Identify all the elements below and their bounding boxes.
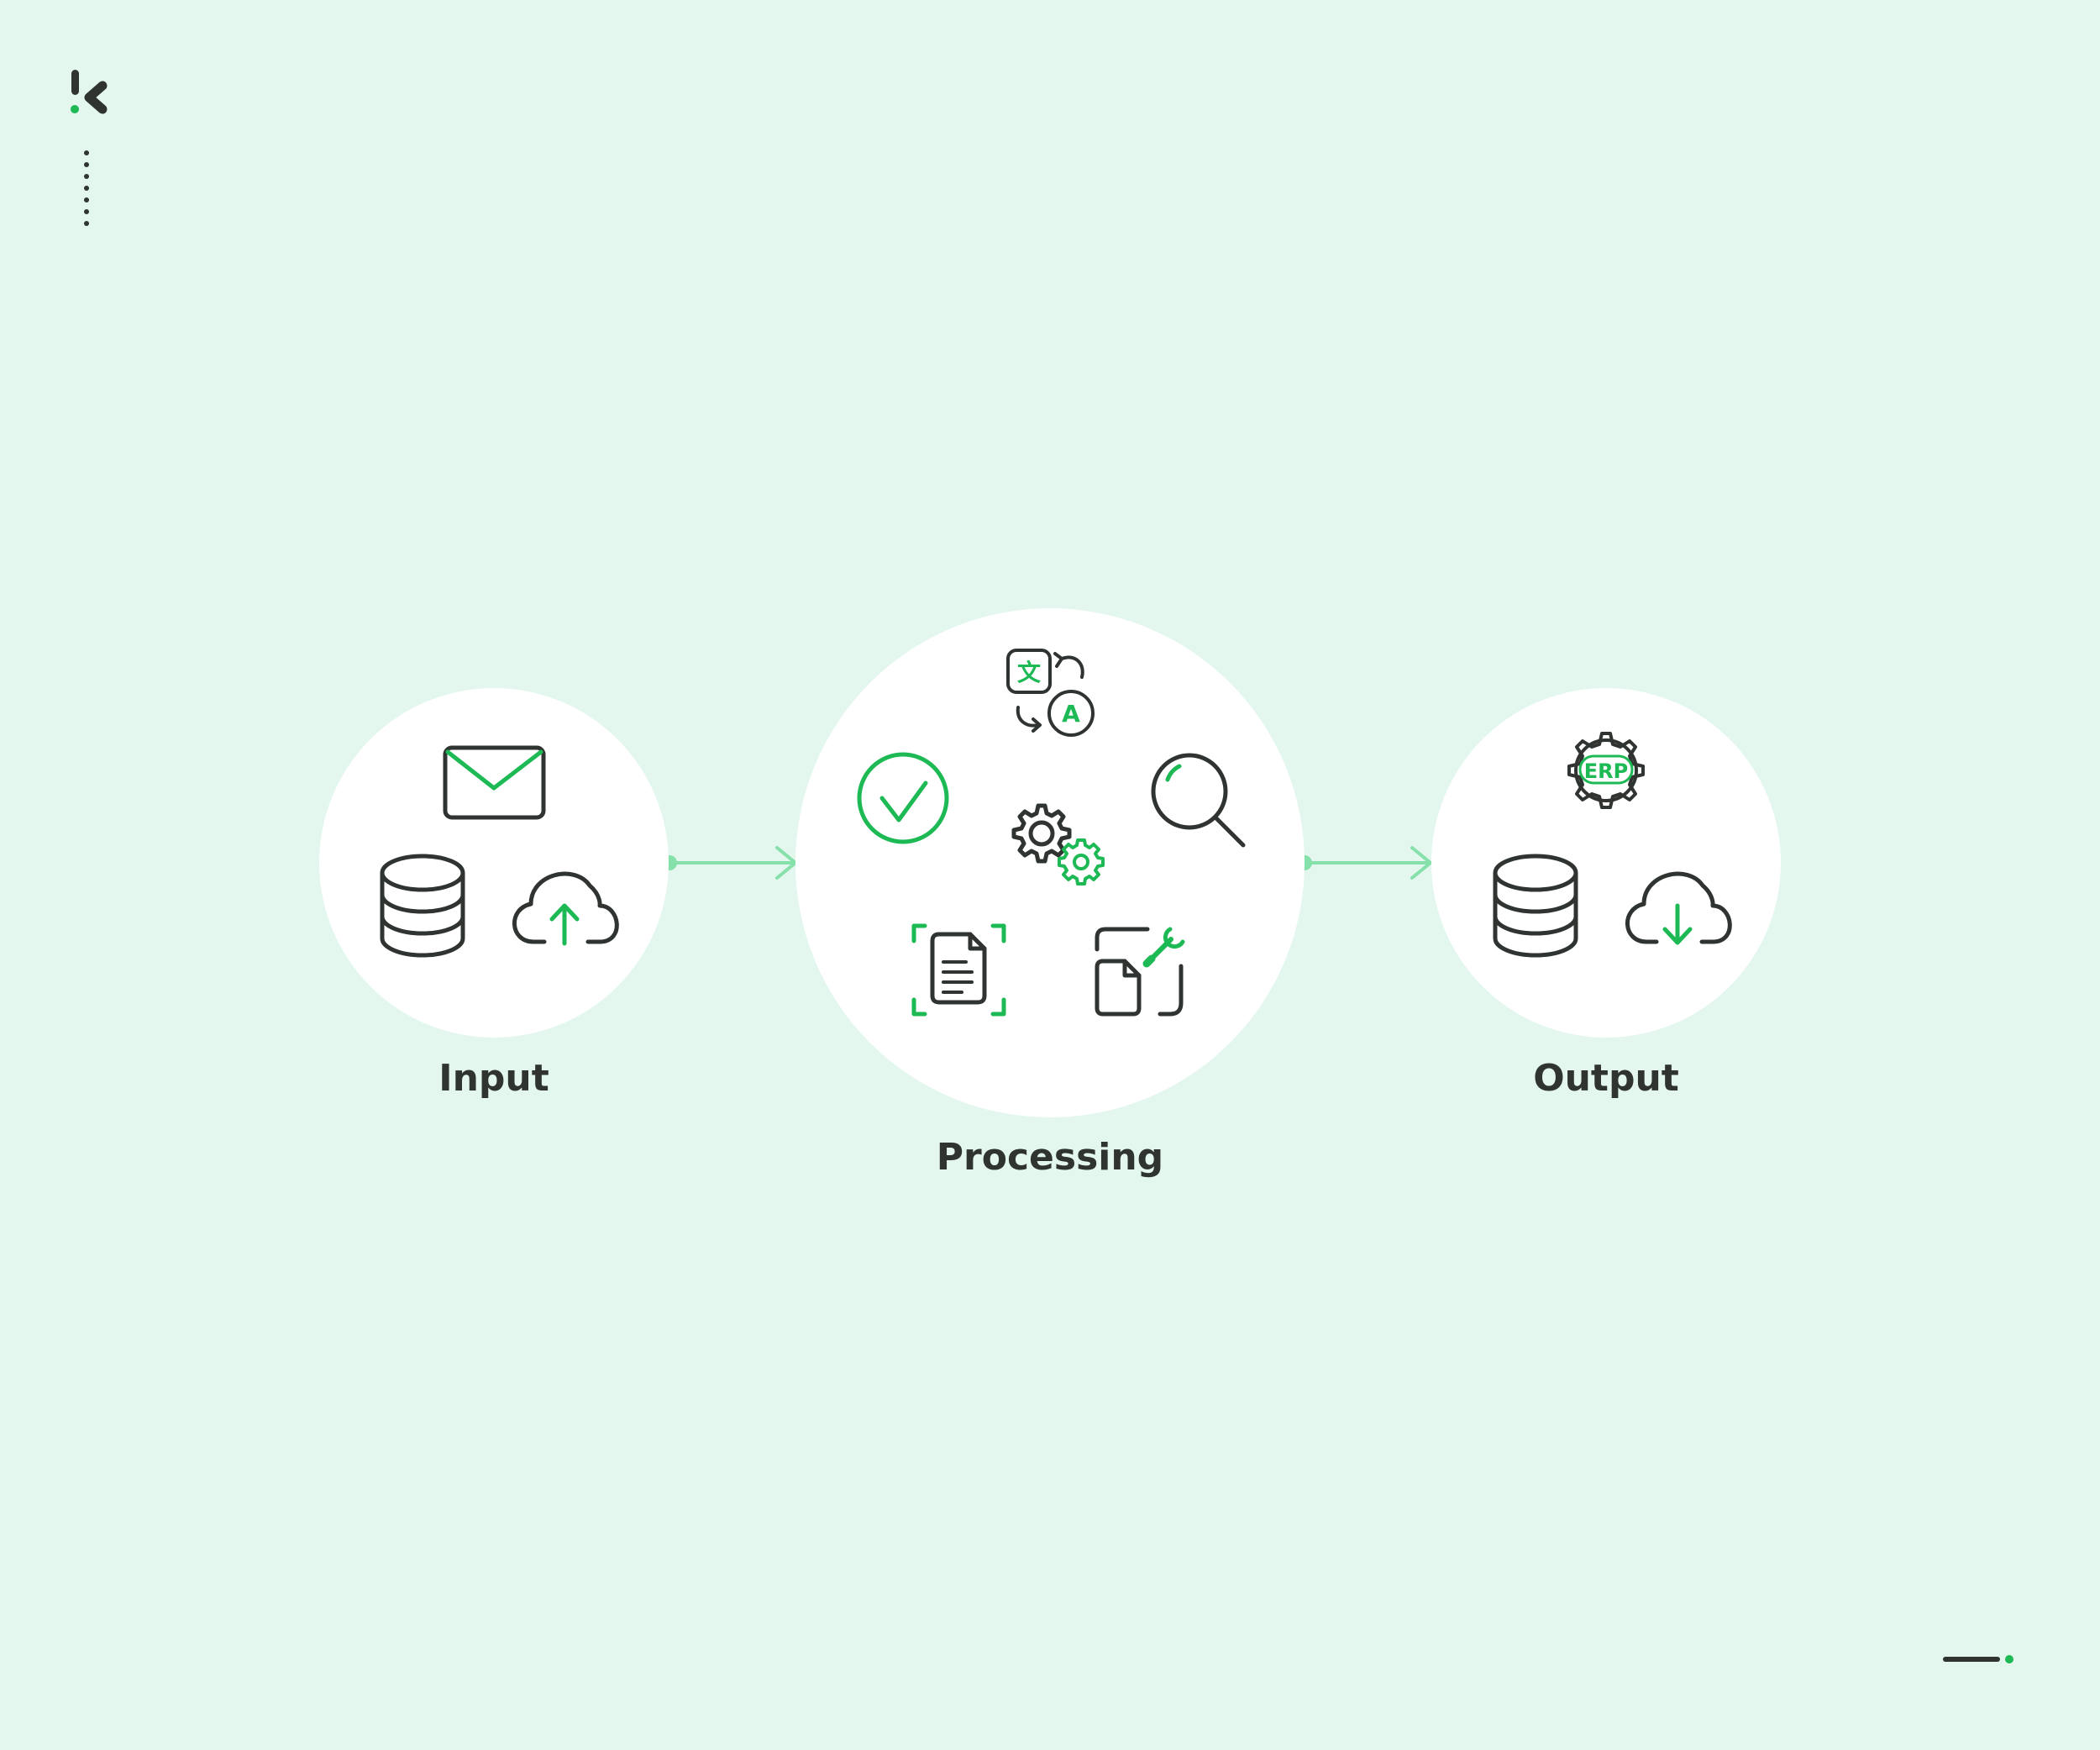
document-scan-icon — [911, 923, 1006, 1017]
connector-input-processing — [662, 846, 797, 880]
erp-text: ERP — [1584, 759, 1628, 783]
cloud-download-icon — [1625, 871, 1732, 945]
translate-icon: 文 A — [1006, 649, 1095, 737]
database-icon — [1493, 854, 1578, 958]
database-icon — [380, 854, 465, 958]
input-circle — [319, 688, 669, 1038]
brand-logo — [71, 70, 108, 114]
magnifier-icon — [1151, 753, 1246, 848]
envelope-icon — [443, 745, 546, 820]
stage-label-input: Input — [438, 1057, 549, 1100]
gears-icon — [1011, 803, 1105, 886]
erp-gear-icon: ERP — [1567, 732, 1645, 809]
connector-processing-output — [1297, 846, 1432, 880]
dotted-line — [84, 150, 89, 226]
stage-label-processing: Processing — [936, 1136, 1164, 1179]
cloud-upload-icon — [512, 871, 619, 946]
check-circle-icon — [857, 752, 949, 844]
processing-circle — [795, 608, 1305, 1117]
translate-glyph-1: 文 — [1017, 659, 1041, 686]
translate-glyph-2: A — [1062, 700, 1080, 728]
document-edit-icon — [1095, 927, 1185, 1017]
stage-label-output: Output — [1533, 1057, 1679, 1100]
page-indicator — [1943, 1655, 2013, 1663]
output-circle — [1431, 688, 1781, 1038]
